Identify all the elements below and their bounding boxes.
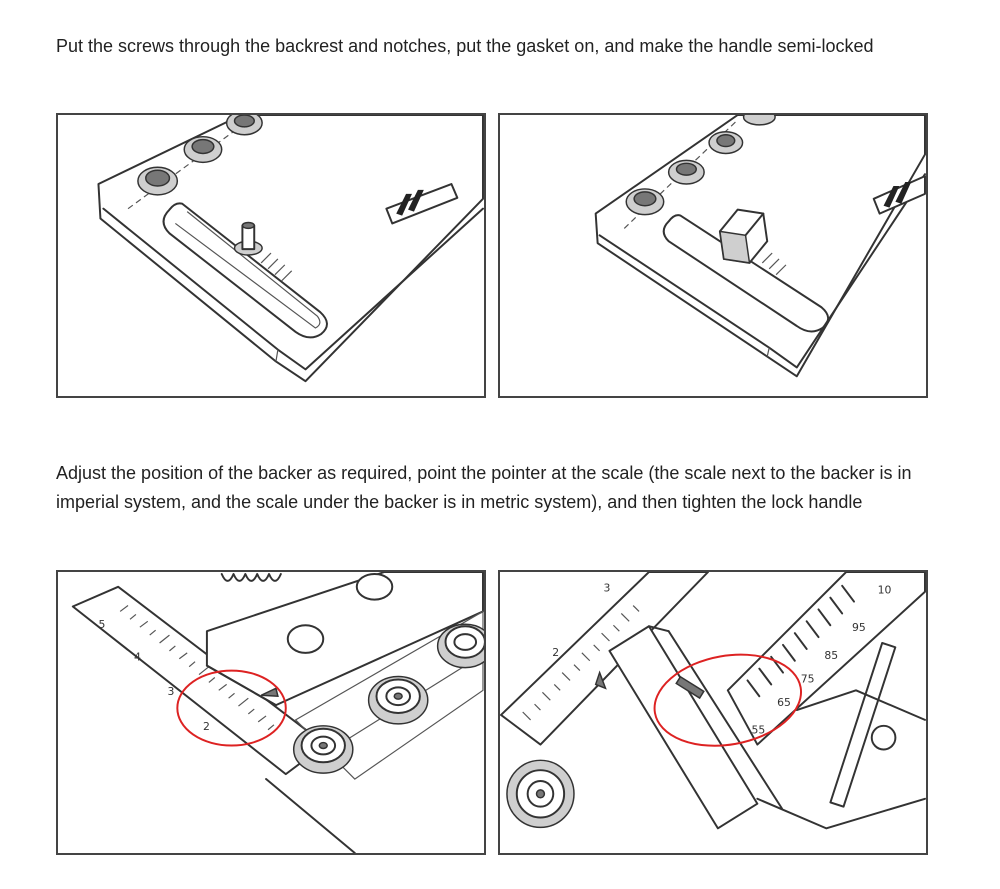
- screw-3: [708, 131, 744, 155]
- knob-2: [367, 675, 429, 725]
- knob-3: [436, 623, 484, 669]
- imperial-label-4: 4: [134, 651, 141, 664]
- slot-scale-marks: [260, 252, 293, 282]
- imperial-label-3: 3: [167, 685, 174, 698]
- metric-label-75: 75: [801, 672, 815, 685]
- highlight-circle: [176, 669, 287, 747]
- step1-illustration-handle: [498, 113, 928, 398]
- metric-right-scale: [726, 572, 926, 746]
- step2-illustration-metric-scale: 3 2 10 95 85 75 65 55: [498, 570, 928, 855]
- metric-label-3: 3: [604, 582, 611, 595]
- metric-scale-drawing: 3 2 10 95 85 75 65 55: [500, 572, 926, 830]
- screw-1: [137, 166, 179, 196]
- metric-label-10: 10: [878, 584, 892, 597]
- bolt: [233, 221, 263, 256]
- screw-2: [183, 135, 223, 164]
- metric-label-65: 65: [777, 696, 791, 709]
- left-pointer: [594, 670, 607, 690]
- highlight-circle: [653, 653, 803, 747]
- backrest-plate-handle-drawing: [594, 115, 926, 378]
- slot-scale-marks: [761, 252, 787, 276]
- lock-handle: [718, 208, 769, 264]
- knob-1: [292, 725, 354, 774]
- imperial-scale-drawing: 5 4 3 2: [71, 572, 484, 853]
- screw-1: [625, 188, 665, 216]
- spring: [220, 572, 282, 582]
- pointer: [260, 687, 279, 698]
- step2-caption: Adjust the position of the backer as req…: [56, 463, 912, 512]
- backer: [608, 625, 759, 830]
- metric-label-85: 85: [824, 649, 838, 662]
- rod: [829, 642, 897, 808]
- pointer: [675, 675, 705, 700]
- knob: [506, 759, 575, 829]
- brand-logo-icon: [872, 175, 926, 215]
- brand-logo-icon: [385, 183, 459, 225]
- imperial-tick-marks: [119, 605, 275, 731]
- metric-label-95: 95: [852, 621, 866, 634]
- step1-illustration-bolt: [56, 113, 486, 398]
- metric-label-55: 55: [751, 724, 765, 737]
- imperial-label-2: 2: [203, 720, 210, 733]
- screw-3: [225, 115, 263, 136]
- backrest-plate-drawing: [97, 115, 484, 383]
- metric-left-ticks: [522, 605, 640, 721]
- step2-illustration-imperial-scale: 5 4 3 2: [56, 570, 486, 855]
- metric-label-2: 2: [552, 646, 559, 659]
- imperial-label-5: 5: [98, 618, 105, 631]
- screw-2: [667, 159, 705, 185]
- step1-caption: Put the screws through the backrest and …: [56, 36, 874, 56]
- screw-4: [742, 115, 776, 126]
